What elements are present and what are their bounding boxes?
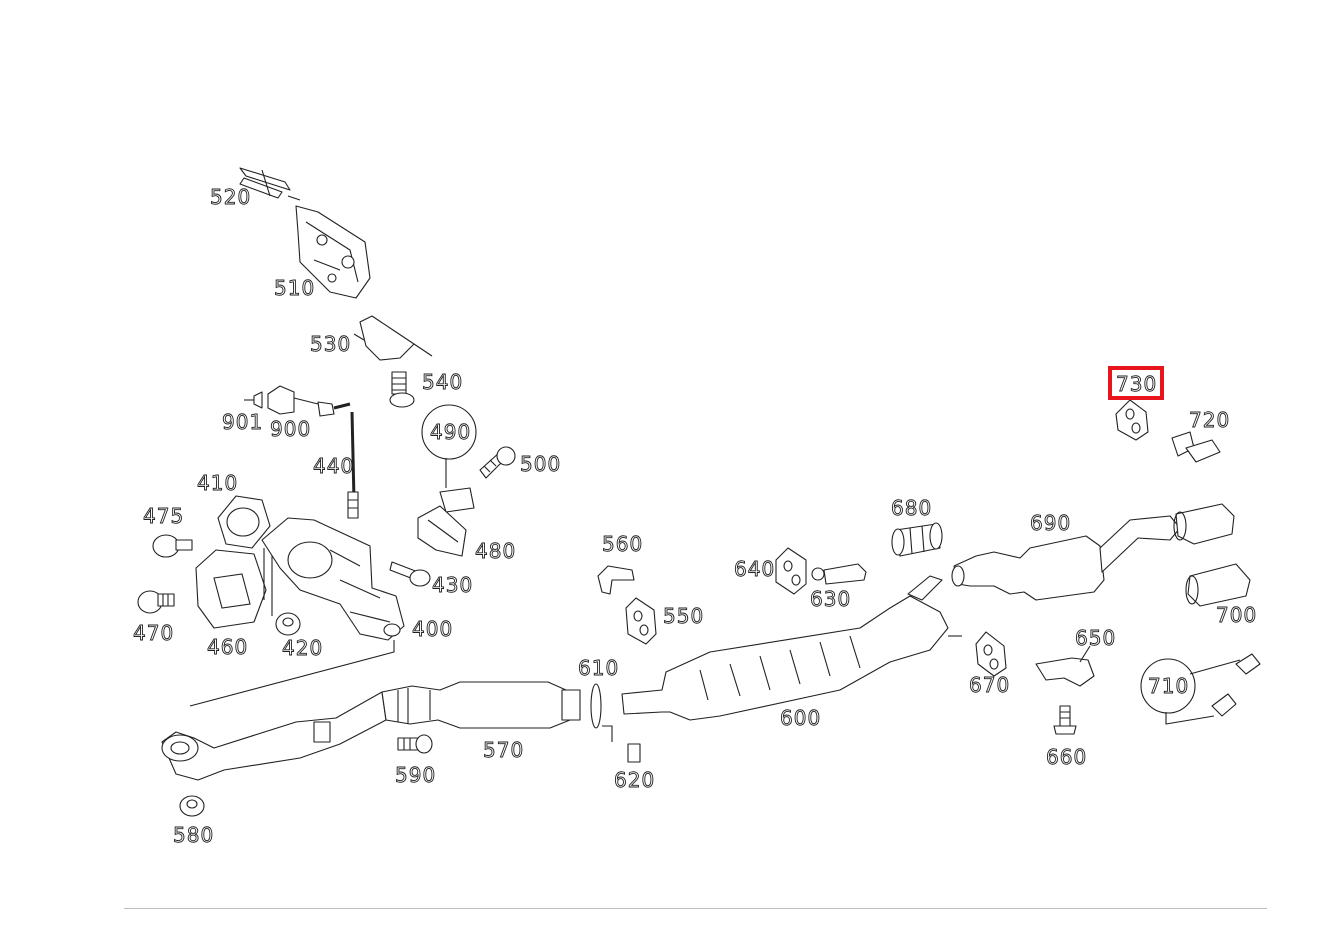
part-600-center-silencer[interactable] — [621, 575, 962, 721]
label-620[interactable]: 620 — [614, 768, 655, 793]
label-490[interactable]: 490 — [430, 420, 471, 445]
part-420-nut[interactable] — [263, 540, 301, 636]
part-510-heat-shield[interactable] — [295, 205, 371, 299]
part-570-catalytic-converter[interactable] — [381, 681, 581, 729]
label-720[interactable]: 720 — [1189, 408, 1230, 433]
part-590-bolt[interactable] — [397, 734, 433, 754]
part-550-hanger[interactable] — [625, 597, 657, 645]
part-480-shield[interactable] — [417, 487, 475, 557]
label-650[interactable]: 650 — [1075, 626, 1116, 651]
label-500[interactable]: 500 — [520, 452, 561, 477]
highlight-box-730 — [1108, 366, 1164, 400]
label-410[interactable]: 410 — [197, 471, 238, 496]
label-730[interactable]: 730 — [1116, 372, 1157, 397]
part-640-hanger[interactable] — [775, 547, 807, 595]
part-650-bracket[interactable] — [1035, 645, 1095, 687]
part-620-clamp[interactable] — [602, 725, 641, 763]
part-530-bracket[interactable] — [353, 315, 433, 361]
label-900[interactable]: 900 — [270, 417, 311, 442]
part-500-bolt[interactable] — [479, 446, 516, 479]
label-530[interactable]: 530 — [310, 332, 351, 357]
label-580[interactable]: 580 — [173, 823, 214, 848]
label-680[interactable]: 680 — [891, 496, 932, 521]
label-480[interactable]: 480 — [475, 539, 516, 564]
label-475[interactable]: 475 — [143, 504, 184, 529]
part-475-bolt[interactable] — [152, 534, 193, 558]
label-700[interactable]: 700 — [1216, 603, 1257, 628]
part-400-manifold-converter[interactable] — [261, 517, 405, 641]
part-630-bracket[interactable] — [811, 563, 867, 585]
label-420[interactable]: 420 — [282, 636, 323, 661]
label-550[interactable]: 550 — [663, 604, 704, 629]
part-430-bolt[interactable] — [389, 561, 431, 587]
label-430[interactable]: 430 — [432, 573, 473, 598]
label-510[interactable]: 510 — [274, 276, 315, 301]
part-690-rear-silencer[interactable] — [951, 503, 1235, 601]
footer-divider — [124, 908, 1267, 909]
label-460[interactable]: 460 — [207, 635, 248, 660]
part-700-tailpipe-trim[interactable] — [1185, 563, 1251, 607]
part-900-plug[interactable] — [267, 385, 319, 415]
label-630[interactable]: 630 — [810, 587, 851, 612]
part-580-grommet[interactable] — [179, 795, 205, 817]
label-670[interactable]: 670 — [969, 673, 1010, 698]
part-560-bracket[interactable] — [597, 565, 635, 595]
label-710[interactable]: 710 — [1148, 674, 1189, 699]
label-901[interactable]: 901 — [222, 410, 263, 435]
label-660[interactable]: 660 — [1046, 745, 1087, 770]
part-710-callout[interactable] — [1140, 653, 1261, 725]
label-600[interactable]: 600 — [780, 706, 821, 731]
label-440[interactable]: 440 — [313, 454, 354, 479]
part-540-bolt[interactable] — [389, 371, 415, 408]
part-670-hanger[interactable] — [975, 631, 1007, 677]
part-460-heat-shield[interactable] — [195, 549, 267, 629]
label-640[interactable]: 640 — [734, 557, 775, 582]
part-410-gasket[interactable] — [217, 495, 271, 549]
part-470-bolt[interactable] — [137, 590, 175, 614]
label-470[interactable]: 470 — [133, 621, 174, 646]
part-520-clamp[interactable] — [239, 167, 301, 201]
label-690[interactable]: 690 — [1030, 511, 1071, 536]
label-590[interactable]: 590 — [395, 763, 436, 788]
part-720-clamp[interactable] — [1171, 431, 1221, 463]
part-660-bolt[interactable] — [1053, 705, 1077, 735]
label-570[interactable]: 570 — [483, 738, 524, 763]
label-560[interactable]: 560 — [602, 532, 643, 557]
part-labels: 520 510 530 540 901 900 440 490 500 480 … — [133, 185, 1257, 848]
label-540[interactable]: 540 — [422, 370, 463, 395]
label-520[interactable]: 520 — [210, 185, 251, 210]
part-front-pipe[interactable] — [161, 640, 395, 781]
part-901-connector[interactable] — [244, 391, 263, 409]
part-440-oxygen-sensor[interactable] — [317, 401, 359, 519]
part-730-hanger[interactable] — [1115, 399, 1149, 441]
label-400[interactable]: 400 — [412, 617, 453, 642]
label-610[interactable]: 610 — [578, 656, 619, 681]
part-610-gasket[interactable] — [590, 683, 602, 729]
part-680-clamp[interactable] — [891, 522, 943, 557]
part-490-callout[interactable] — [421, 404, 477, 488]
